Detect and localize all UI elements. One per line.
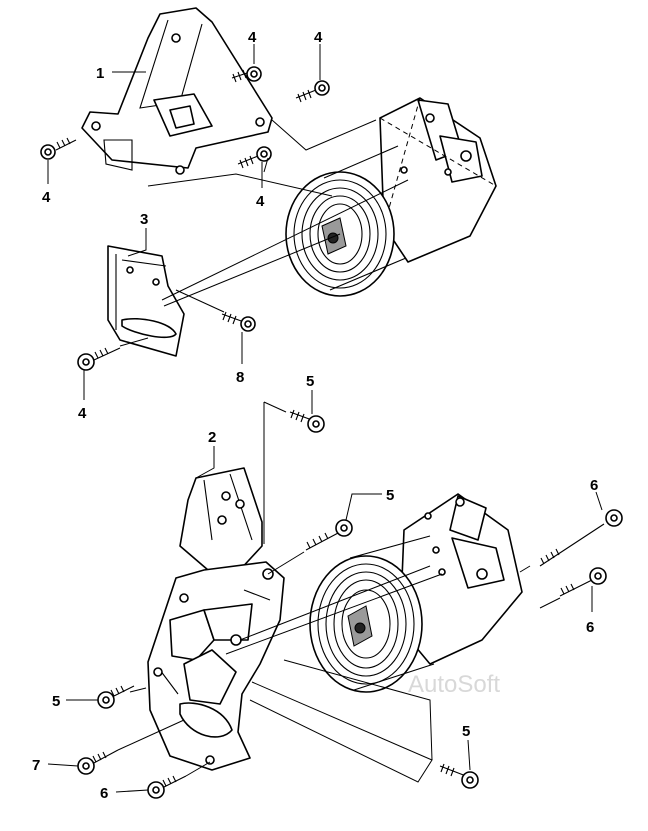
bolt-4-middle	[237, 146, 272, 169]
callout-8: 8	[236, 369, 244, 386]
callout-6: 6	[590, 477, 598, 494]
compressor-upper	[285, 97, 497, 297]
bracket-1	[81, 7, 273, 175]
callout-4: 4	[42, 189, 51, 206]
callout-4: 4	[314, 29, 323, 46]
callout-4: 4	[78, 405, 87, 422]
callout-1: 1	[96, 65, 104, 82]
callout-4: 4	[248, 29, 257, 46]
bracket-3	[107, 245, 185, 357]
watermark: AutoSoft	[408, 671, 500, 698]
callout-5: 5	[306, 373, 314, 390]
callout-5: 5	[462, 723, 470, 740]
top-alignment-lines	[119, 119, 409, 347]
bottom-alignment-lines	[117, 401, 561, 783]
compressor-lower	[309, 493, 523, 693]
bolt-4-left	[40, 137, 77, 160]
bracket-2	[179, 467, 263, 573]
bolt-5-upper-right	[305, 519, 353, 551]
bolt-8	[221, 311, 256, 332]
bolt-5-left	[97, 685, 135, 709]
bolt-4-upper-right	[295, 80, 330, 103]
bolt-7	[77, 749, 119, 775]
bolt-4-lower	[77, 347, 121, 371]
bolt-5-bottom-right	[439, 763, 479, 789]
bolt-6-right	[559, 567, 607, 597]
callout-labels: 1 4 4 4 4 3 8 4 5 2 5 6 6 5 7 6 5	[32, 29, 598, 802]
callout-2: 2	[208, 429, 216, 446]
callout-6: 6	[586, 619, 594, 636]
callout-5: 5	[386, 487, 394, 504]
callout-3: 3	[140, 211, 148, 228]
bolt-5-top	[289, 409, 325, 433]
bolt-4-upper-left	[231, 66, 262, 83]
bolt-6-bottom	[147, 775, 187, 799]
long-bolt-6-top	[539, 509, 623, 567]
callout-4: 4	[256, 193, 265, 210]
callout-leaders	[47, 44, 603, 793]
callout-6: 6	[100, 785, 108, 802]
bracket-main	[147, 561, 285, 771]
callout-7: 7	[32, 757, 40, 774]
callout-5: 5	[52, 693, 60, 710]
